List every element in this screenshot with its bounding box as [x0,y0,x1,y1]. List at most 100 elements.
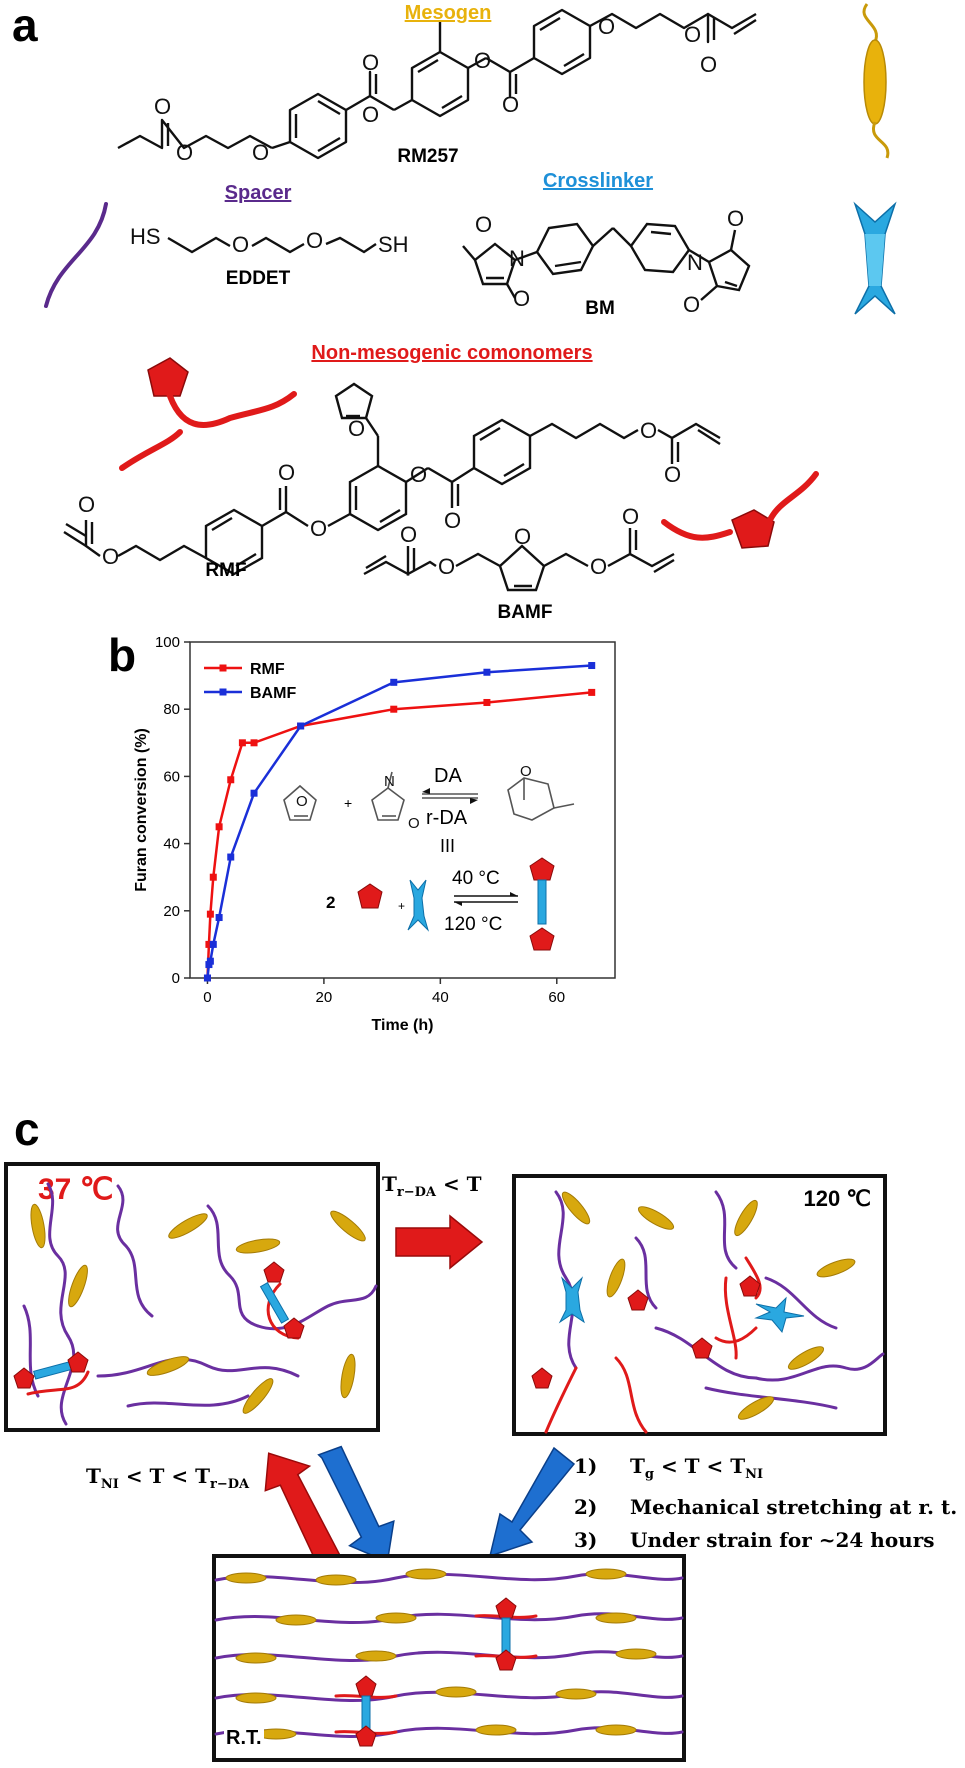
y-tick-label-1: 20 [163,903,180,920]
mesogen-icon [862,3,890,159]
atom-hs: HS [130,224,161,249]
y-tick-label-2: 40 [163,836,180,853]
atom-o-1: O [252,140,269,165]
point-rmf-10 [483,698,491,706]
bamf-name: BAMF [497,602,553,623]
rmf-structure: O O O O O O O O O [63,382,721,576]
atom-o-16: O [683,292,700,317]
legend-label-bamf: BAMF [250,685,296,702]
x-tick-label-1: 20 [316,989,333,1006]
point-bamf-2 [206,957,214,965]
x-tick-label-2: 40 [432,989,449,1006]
atom-o-11: O [232,232,249,257]
x-tick-label-0: 0 [203,989,211,1006]
point-bamf-6 [250,789,258,797]
point-rmf-5 [227,776,235,784]
atom-o-18: O [410,462,427,487]
atom-o-5: O [362,102,379,127]
atom-o-21: O [664,462,681,487]
rm257-structure: O O O O O O O O O O [117,8,757,165]
scheme-plus-1: + [344,795,352,811]
x-axis-label: Time (h) [372,1017,434,1034]
eddet-structure: HS O O SH [130,224,409,257]
atom-o-20: O [640,418,657,443]
cooling-T1: T [86,1464,101,1488]
atom-o-27: O [400,522,417,547]
atom-o-2: O [154,94,171,119]
da-adduct-icon [529,857,555,951]
point-rmf-2 [206,910,214,918]
atom-o-29: O [590,554,607,579]
crosslink-rt-left [355,1675,377,1747]
atom-o-26: O [438,554,455,579]
free-crosslinker-1 [558,1276,585,1324]
legend-marker-bamf [219,688,227,696]
cooling-sub2: r−DA [210,1477,250,1492]
frame-37c: 37 ℃ [4,1162,380,1432]
step-1-sub2: NI [745,1467,764,1482]
step-3-num: 3) [574,1528,598,1552]
atom-n-1: N [509,246,525,271]
step-1-T1: T [630,1454,645,1478]
comonomer-header: Non-mesogenic comonomers [311,342,593,364]
step-1-num: 1) [574,1454,598,1478]
free-furan-4 [531,1367,553,1389]
x-tick-label-3: 60 [548,989,565,1006]
step-2-text: Mechanical stretching at r. t. [630,1495,958,1519]
y-axis-label: Furan conversion (%) [133,728,150,892]
free-furan-1 [627,1289,649,1311]
point-rmf-1 [205,940,213,948]
atom-n-2: N [687,250,703,275]
mesogen-header: Mesogen [404,2,492,24]
free-crosslinker-2 [754,1296,805,1334]
atom-o-6: O [474,48,491,73]
crosslinker-icon [853,201,897,315]
y-tick-label-3: 60 [163,768,180,785]
step-1-mid: < T < T [653,1454,746,1478]
scheme-rda: r-DA [426,807,468,829]
scheme-atom-o-2: O [408,815,420,832]
atom-o-17: O [348,416,365,441]
point-bamf-4 [215,914,223,922]
point-bamf-8 [390,678,398,686]
atom-o-9: O [684,22,701,47]
scheme-40c: 40 °C [452,868,500,889]
free-furan-2 [739,1275,761,1297]
point-bamf-9 [483,668,491,676]
cooling-label: TNI < T < Tr−DA [86,1464,249,1492]
frame-120c: 120 ℃ [512,1174,887,1436]
bm-structure: O N O N O O [462,206,751,317]
point-rmf-6 [238,739,246,747]
bm-name: BM [585,298,615,319]
atom-o-4: O [362,50,379,75]
point-bamf-3 [209,940,217,948]
network-rt [214,1568,684,1747]
scheme-atom-o-1: O [296,793,308,810]
atom-o-28: O [514,524,531,549]
step-3-text: Under strain for ~24 hours [630,1528,935,1552]
scheme-equiv: III [440,836,455,856]
scheme-atom-n: N [384,773,395,790]
scheme-plus-2: + [398,899,405,913]
y-tick-label-4: 80 [163,701,180,718]
atom-o-24: O [102,544,119,569]
atom-o-7: O [502,92,519,117]
panel-c-letter: c [14,1103,40,1155]
atom-o-12: O [306,228,323,253]
arrow-up-red [264,1452,341,1569]
crosslinker-header: Crosslinker [542,170,654,192]
rmf-name: RMF [205,560,247,581]
atom-o-13: O [475,212,492,237]
atom-o-14: O [513,286,530,311]
point-bamf-7 [297,722,305,730]
rm257-name: RM257 [397,146,459,167]
comonomer-icon-left [119,357,297,471]
point-rmf-3 [209,873,217,881]
point-rmf-7 [250,739,258,747]
arrow-top-T: T [382,1172,397,1196]
atom-o-19: O [444,508,461,533]
arrow-down-blue-2 [488,1446,576,1558]
y-tick-label-5: 100 [155,634,180,651]
crosslink-37c-right [259,1261,305,1339]
